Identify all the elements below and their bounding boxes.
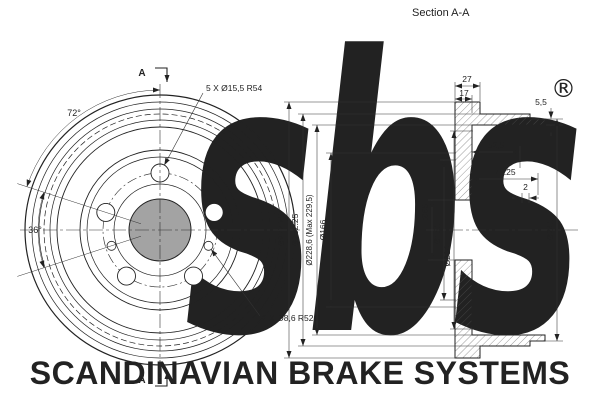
footer-watermark-text: SCANDINAVIAN BRAKE SYSTEMS	[30, 355, 570, 391]
extension-lines	[284, 82, 563, 359]
dia-hub-recess-label: Ø151	[432, 223, 442, 244]
section-view: Ø277.75 Ø252.25 Ø228,6 (Max 229,5) Ø166 …	[276, 74, 580, 359]
locating-hole-leader	[210, 249, 261, 317]
radial-line-198deg	[17, 235, 142, 277]
section-marker-line-top	[155, 67, 170, 82]
dimension-lines	[286, 83, 560, 358]
leader-lines	[164, 92, 261, 317]
section-cut-markers	[155, 67, 170, 387]
drum-inner-depth-label: 52,5	[488, 140, 505, 150]
dia-center-bore-label: Ø66	[420, 204, 430, 220]
bolt-hole	[204, 202, 224, 222]
registered-trademark-symbol: ®	[551, 74, 576, 103]
bolt-hole	[184, 266, 203, 286]
dia-outer-label: Ø277.75	[276, 213, 286, 246]
dia-open-end-label: Ø241	[545, 219, 555, 240]
dia-shoulder-label: Ø214	[442, 245, 452, 266]
bolt-hole	[117, 266, 136, 286]
flange-plate-width-label: 17	[459, 88, 469, 98]
section-marker-label-top: A	[138, 68, 145, 79]
angle-arc-72	[26, 87, 161, 187]
section-marker-line-bottom	[155, 372, 170, 387]
angle-label-72: 72°	[67, 108, 81, 118]
dia-flange-step-label: Ø166	[318, 219, 328, 240]
drum-total-depth-label: 71.25	[494, 167, 516, 177]
bolt-hole-leader	[164, 92, 204, 166]
center-lines	[20, 84, 300, 378]
flange-band-width-label: 27	[462, 74, 472, 84]
groove-width-label: 2	[523, 182, 528, 192]
section-title: Section A-A	[412, 7, 470, 19]
locating-hole	[203, 240, 214, 251]
dimension-labels: Ø277.75 Ø252.25 Ø228,6 (Max 229,5) Ø166 …	[276, 74, 555, 266]
dia-body-label: Ø252.25	[290, 213, 300, 246]
bolt-holes-callout: 5 X Ø15,5 R54	[206, 83, 263, 93]
angle-arc-36	[37, 192, 45, 268]
section-marker-label-bottom: A	[138, 375, 145, 386]
angle-label-36: 36°	[28, 225, 42, 235]
angle-annotations	[17, 87, 161, 277]
front-view: 72° 36° 5 X Ø15,5 R54 2 X Ø8,6 R52,5 A A	[17, 67, 321, 387]
radial-line-162deg	[17, 183, 142, 225]
open-end-wall-label: 5,5	[535, 97, 547, 107]
locating-holes-callout: 2 X Ø8,6 R52,5	[262, 313, 321, 323]
dia-friction-max-label: Ø228,6 (Max 229,5)	[305, 194, 314, 265]
